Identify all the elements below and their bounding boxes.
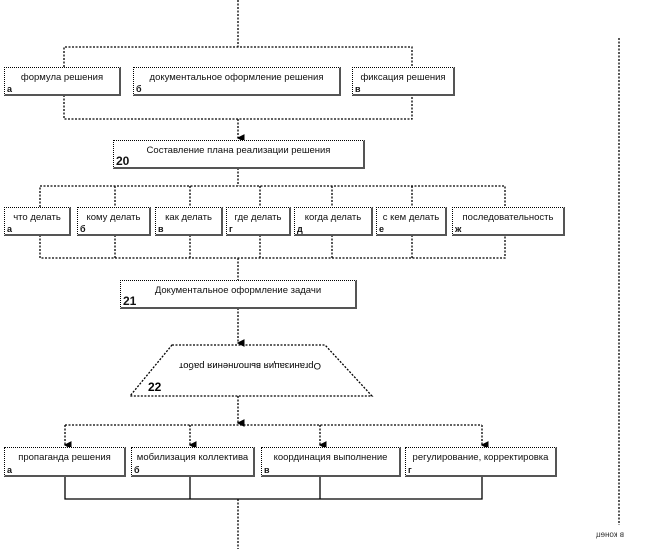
box-step-20: Составление плана реализации решения 20: [113, 140, 365, 169]
box-label: где делать: [234, 212, 282, 223]
box-letter: е: [379, 224, 385, 234]
box-letter: а: [7, 224, 13, 234]
box-label: мобилизация коллектива: [136, 452, 249, 463]
box-label: Документальное оформление задачи: [154, 285, 322, 296]
step-22-number: 22: [148, 380, 162, 394]
step-number: 20: [116, 154, 130, 168]
box-row3-b: мобилизация коллектива б: [131, 447, 255, 477]
step-number: 21: [123, 294, 137, 308]
box-label: как делать: [165, 212, 212, 223]
box-label: Составление плана реализации решения: [146, 145, 331, 156]
box-label: фиксация решения: [360, 72, 446, 83]
box-letter: а: [7, 465, 13, 475]
box-label: с кем делать: [382, 212, 440, 223]
box-letter: г: [408, 465, 412, 475]
box-letter: д: [297, 224, 303, 234]
box-letter: г: [229, 224, 233, 234]
end-label: в конец: [596, 530, 624, 539]
box-label: регулирование, корректировка: [412, 452, 549, 463]
box-letter: б: [136, 84, 142, 94]
box-row3-a: пропаганда решения а: [4, 447, 126, 477]
box-letter: б: [134, 465, 140, 475]
box-row1-a: формула решения а: [4, 67, 121, 96]
box-letter: в: [264, 465, 270, 475]
box-letter: в: [158, 224, 164, 234]
box-label: кому делать: [86, 212, 141, 223]
box-label: документальное оформление решения: [149, 72, 324, 83]
box-letter: ж: [455, 224, 462, 234]
box-row1-b: документальное оформление решения б: [133, 67, 341, 96]
box-label: когда делать: [304, 212, 362, 223]
box-step-21: Документальное оформление задачи 21: [120, 280, 357, 309]
box-label: что делать: [13, 212, 61, 223]
box-label: последовательность: [462, 212, 554, 223]
box-letter: б: [80, 224, 86, 234]
box-label: формула решения: [20, 72, 104, 83]
box-label: координация выполнение: [273, 452, 388, 463]
box-letter: в: [355, 84, 361, 94]
box-label: пропаганда решения: [18, 452, 111, 463]
box-letter: а: [7, 84, 13, 94]
step-22-label: Организация выполнения работ: [179, 360, 321, 371]
